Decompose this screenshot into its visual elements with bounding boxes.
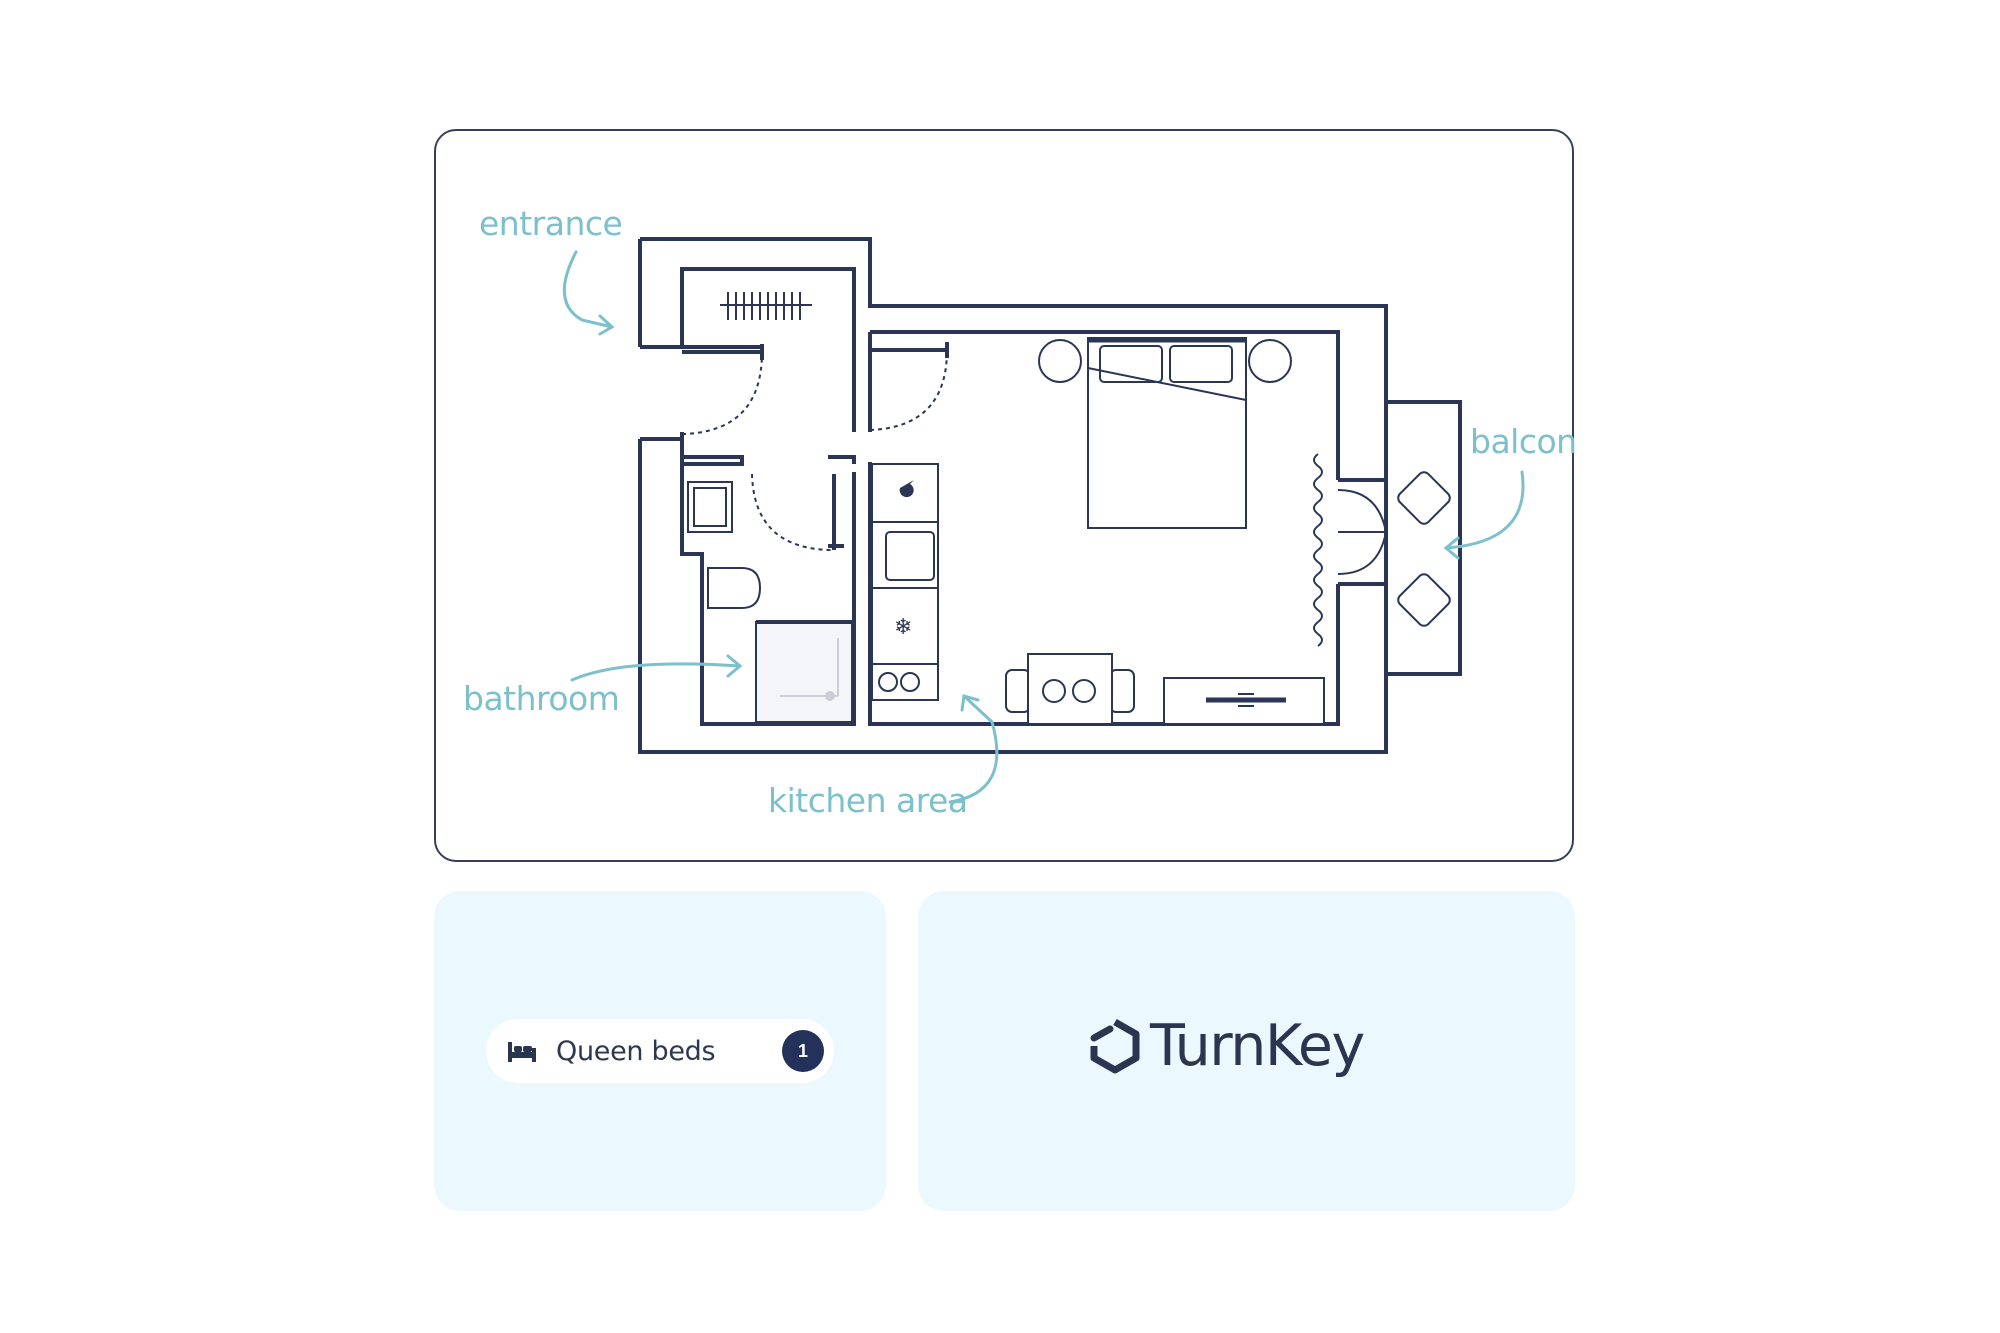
nightstand-left <box>1038 339 1082 383</box>
bathroom-wall <box>680 432 856 726</box>
dining-chair-right <box>1109 669 1135 713</box>
floorplan-diagram: ❄ <box>463 204 1576 820</box>
dining-table <box>1027 653 1113 725</box>
entrance-label: entrance <box>479 204 622 243</box>
kitchen-arrow <box>948 694 999 804</box>
entrance-arrow <box>562 250 614 329</box>
snowflake-icon: ❄ <box>894 615 912 640</box>
balcony-arrow <box>1444 470 1525 550</box>
turnkey-logo-icon <box>1090 1018 1140 1074</box>
curtain <box>1313 453 1323 647</box>
bed-icon <box>508 1042 536 1062</box>
toilet <box>707 567 762 609</box>
balcony-door-wall <box>1338 478 1386 586</box>
entrance-door-swing <box>681 351 763 435</box>
wardrobe-rail <box>720 292 812 320</box>
kettle-icon <box>899 480 914 498</box>
balcony-door-top <box>1337 489 1388 533</box>
queen-beds-label: Queen beds <box>556 1035 716 1067</box>
balcony-label: balcony <box>1470 422 1576 461</box>
shower-tray <box>755 621 853 723</box>
beds-card: Queen beds 1 <box>434 891 886 1211</box>
nightstand-right <box>1248 339 1292 383</box>
corridor-bottom-wall <box>680 432 744 466</box>
queen-beds-count-badge: 1 <box>782 1030 824 1072</box>
balcony-chair-top <box>1397 471 1451 525</box>
living-door-swing <box>869 349 948 431</box>
bathroom-arrow <box>570 662 742 682</box>
turnkey-brand: TurnKey <box>1088 1013 1365 1079</box>
floorplan-card: ❄ <box>434 129 1576 862</box>
balcony-chair-bottom <box>1397 573 1451 627</box>
kitchen-area-label: kitchen area <box>768 781 968 820</box>
brand-name: TurnKey <box>1150 1013 1365 1079</box>
balcony-door-bottom <box>1337 531 1387 575</box>
inner-wall <box>870 330 1340 480</box>
corridor-bottom-right <box>828 455 856 464</box>
brand-card: TurnKey <box>918 891 1575 1211</box>
closet-wall <box>680 267 856 347</box>
bathroom-label: bathroom <box>463 679 619 718</box>
queen-beds-chip: Queen beds 1 <box>486 1019 834 1083</box>
bathroom-door-swing <box>751 473 835 551</box>
balcony-outline <box>1386 400 1462 676</box>
dining-chair-left <box>1005 669 1031 713</box>
outer-wall <box>638 237 1388 754</box>
fridge <box>871 587 939 665</box>
